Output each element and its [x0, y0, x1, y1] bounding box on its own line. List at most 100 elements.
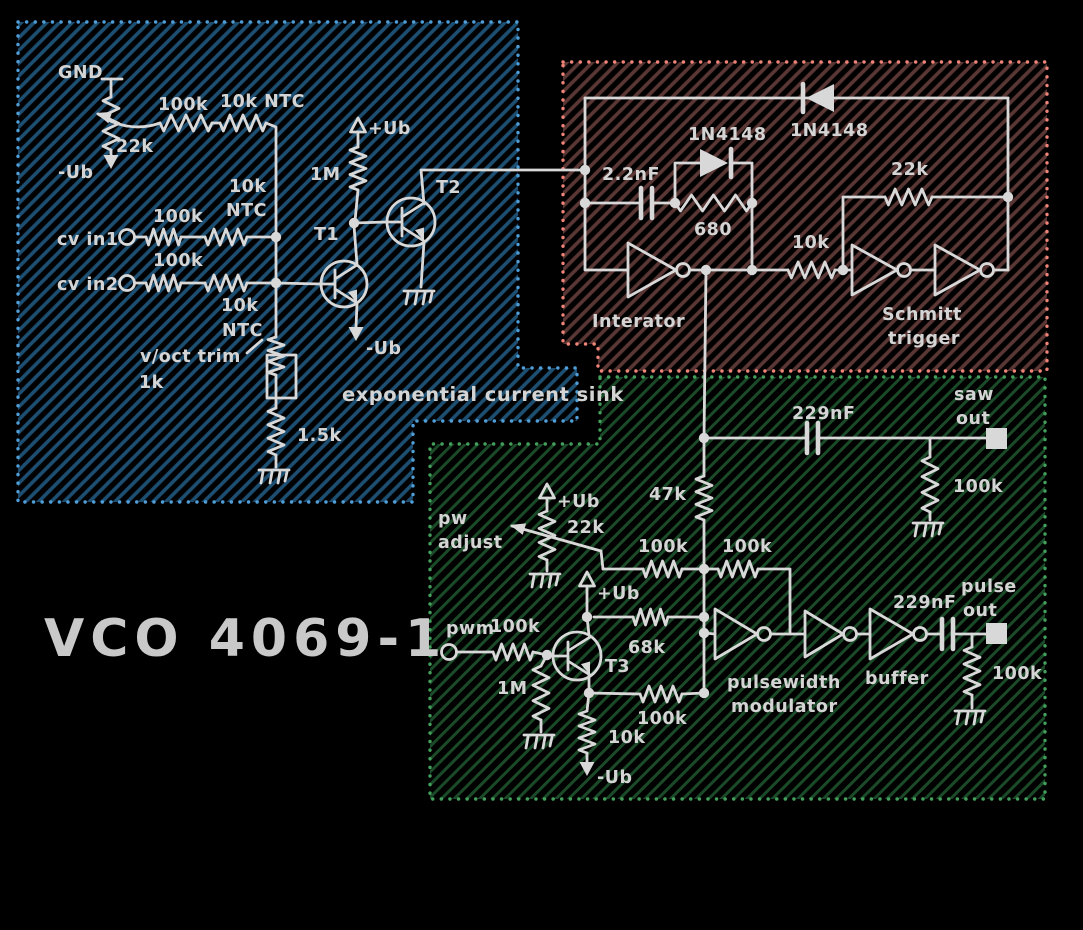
resistor-47k	[694, 474, 714, 522]
minus-ub-arrow-icon	[103, 155, 119, 169]
resistor-100k-top	[158, 113, 214, 133]
voct-1k-label: 1k	[139, 373, 164, 393]
t2-label: T2	[436, 178, 461, 198]
junction-dot	[746, 264, 758, 276]
r10k-schmitt-label: 10k	[792, 233, 830, 253]
ground-icon	[528, 572, 562, 589]
resistor-68k	[631, 607, 670, 627]
cv2-r100k-label: 100k	[153, 251, 203, 271]
cv2-ntc-label: NTC	[222, 321, 263, 341]
c-pulse-label: 229nF	[893, 593, 956, 613]
t2-base-wire	[352, 220, 389, 225]
resistor-10k-ntc-top	[218, 113, 268, 133]
resistor-100k-pw-b	[716, 559, 760, 579]
pw-wiper-arrow-icon	[510, 523, 527, 535]
junction-dot	[1002, 191, 1014, 203]
trimmer-box	[265, 353, 298, 400]
c2n2-label: 2.2nF	[602, 165, 660, 185]
cv-in2-label: cv in2	[57, 275, 119, 295]
pw-wiper-wire	[510, 524, 603, 553]
junction-dot	[698, 563, 710, 575]
t2-collector-to-integrator-wire	[419, 168, 586, 206]
t2-emitter-wire	[419, 240, 426, 289]
trimmer-wiper-tick	[245, 338, 264, 355]
ground-icon	[522, 733, 556, 750]
integrator-region-fill	[563, 62, 1047, 371]
schmitt-label-line1: Schmitt	[882, 305, 962, 325]
r100k-pwm-in-label: 100k	[490, 617, 540, 637]
wire	[353, 188, 360, 223]
wire	[673, 161, 702, 205]
ground-icon	[953, 709, 987, 726]
integrator-region-label: Interator	[592, 312, 685, 332]
r47k-label: 47k	[649, 485, 687, 505]
r100k-emitter-label: 100k	[637, 709, 687, 729]
plus-ub-label: +Ub	[557, 492, 600, 512]
voct-trim-label: v/oct trim	[140, 347, 241, 367]
t1-emitter-wire	[354, 302, 359, 329]
cv1-r10k-label: 10k	[229, 177, 267, 197]
resistor-100k-pwm-in	[491, 642, 535, 662]
pot-pw-22k-label: 22k	[567, 518, 605, 538]
r1k5-label: 1.5k	[297, 426, 342, 446]
r100k-pw-b-label: 100k	[722, 537, 772, 557]
wire	[841, 195, 887, 272]
junction-dot	[270, 231, 282, 243]
cv1-r100k-label: 100k	[153, 207, 203, 227]
page-title: VCO 4069-1	[44, 609, 447, 669]
c-saw-label: 229nF	[792, 404, 855, 424]
pot-22k-label: 22k	[116, 137, 154, 157]
r100k-saw-label: 100k	[953, 477, 1003, 497]
resistor-100k-saw	[920, 455, 940, 514]
pwm-mod-label-line1: pulsewidth	[727, 673, 841, 693]
saw-out-label-line1: saw	[954, 385, 994, 405]
pulse-out-label-line2: out	[963, 601, 997, 621]
buffer-label: buffer	[865, 669, 929, 689]
junction-dot	[698, 432, 710, 444]
diode-1n4148-feedback-icon	[800, 81, 834, 115]
r1m-pwm-label: 1M	[497, 679, 528, 699]
feedback-100k-wire	[756, 567, 792, 636]
integrator-input-wire	[583, 96, 630, 272]
junction-dot	[698, 627, 710, 639]
expo-region-label: exponential current sink	[342, 383, 624, 406]
junction-dot	[746, 197, 758, 209]
junction-dot	[579, 197, 591, 209]
r68k-label: 68k	[628, 638, 666, 658]
r100k-pulse-label: 100k	[992, 664, 1042, 684]
junction-dot	[698, 611, 710, 623]
t1-label: T1	[314, 225, 339, 245]
minus-ub-arrow-icon	[579, 762, 595, 776]
pwm-in-label: pwm	[446, 619, 494, 639]
r680-label: 680	[694, 220, 732, 240]
resistor-680	[673, 193, 754, 213]
cv2-r10k-label: 10k	[221, 296, 259, 316]
transistor-t1	[319, 259, 369, 309]
cv1-ntc-label: NTC	[226, 201, 267, 221]
ground-icon	[402, 289, 436, 306]
wire	[587, 691, 642, 696]
wire	[729, 161, 754, 272]
pw-adjust-label-line2: adjust	[438, 533, 503, 553]
d-big-label: 1N4148	[790, 121, 869, 141]
junction-dot	[700, 264, 712, 276]
resistor-1m	[348, 145, 368, 192]
junction-dot	[698, 687, 710, 699]
minus-ub-label: -Ub	[366, 339, 402, 359]
resistor-1k5	[266, 406, 286, 457]
resistor-100k-pulse	[962, 645, 982, 697]
t1-base-wire	[274, 281, 323, 286]
resistor-100k-emitter	[638, 684, 684, 704]
r10k-ntc-top-label: 10k NTC	[220, 92, 305, 112]
resistor-22k-schmitt	[883, 187, 934, 207]
resistor-cv1-100k	[144, 227, 183, 247]
r10k-emitter-label: 10k	[608, 728, 646, 748]
pulse-out-label-line1: pulse	[961, 577, 1017, 597]
junction-dot	[270, 277, 282, 289]
resistor-cv1-10k-ntc	[203, 227, 249, 247]
junction-dot	[348, 217, 360, 229]
junction-dot	[669, 197, 681, 209]
t1-collector-wire	[352, 224, 359, 266]
